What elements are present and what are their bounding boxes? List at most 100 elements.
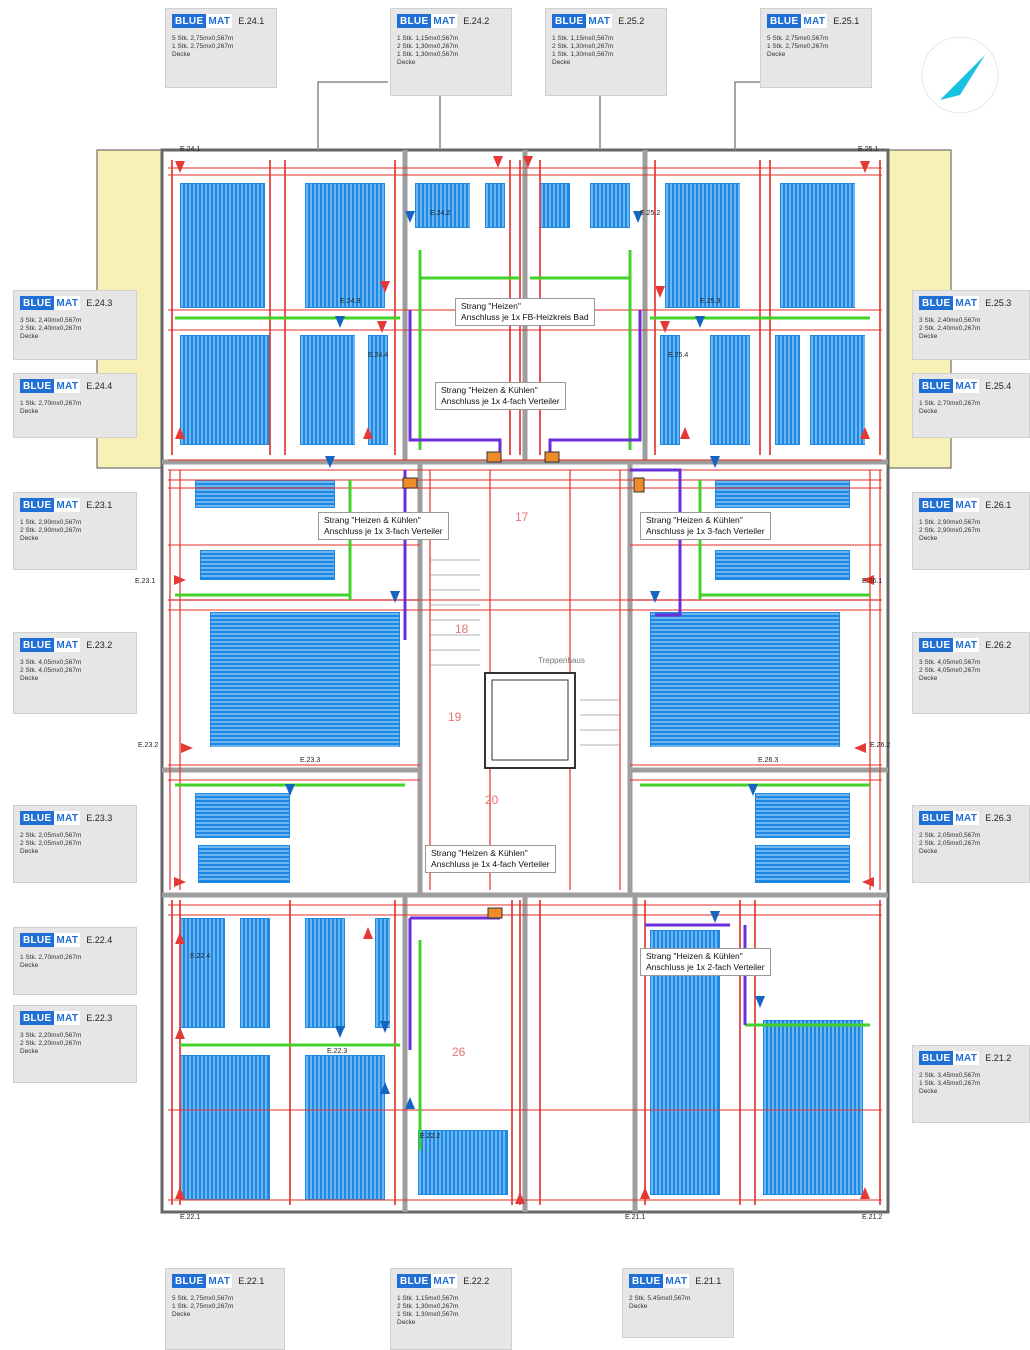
strang-note: Strang "Heizen & Kühlen"Anschluss je 1x … [640, 512, 771, 540]
card-line: 2 Stk. 2,90mx0,267m [20, 527, 82, 534]
circuit-code: E.23.1 [86, 500, 113, 510]
card-line: 2 Stk. 2,90mx0,267m [919, 527, 981, 534]
interior-walls [162, 150, 888, 1212]
marker-label: E.24.3 [340, 298, 361, 305]
marker-label: E.26.1 [862, 578, 883, 585]
marker-label: E.21.2 [862, 1214, 883, 1221]
card-line: 1 Stk. 2,90mx0,567m [20, 519, 82, 526]
room-number: 26 [452, 1045, 466, 1059]
card-line: 5 Stk. 2,75mx0,567m [172, 1295, 234, 1302]
marker-label: E.22.3 [327, 1048, 348, 1055]
card-line: 1 Stk. 2,75mx0,267m [767, 43, 829, 50]
card-line: 1 Stk. 2,70mx0,267m [20, 400, 82, 407]
card-line: 1 Stk. 1,15mx0,567m [397, 35, 459, 42]
card-line: 2 Stk. 2,05mx0,267m [919, 840, 981, 847]
circuit-code: E.24.1 [238, 16, 265, 26]
marker-label: E.24.1 [180, 146, 201, 153]
card-line: 2 Stk. 1,30mx0,267m [552, 43, 614, 50]
card-line: 3 Stk. 2,20mx0,567m [20, 1032, 82, 1039]
card-line: 1 Stk. 2,90mx0,567m [919, 519, 981, 526]
card-line: 1 Stk. 1,30mx0,567m [397, 1311, 459, 1318]
card-line: 1 Stk. 1,30mx0,567m [552, 51, 614, 58]
circuit-code: E.25.4 [985, 381, 1012, 391]
feed-lines [175, 250, 870, 1150]
staircase [430, 559, 620, 769]
card-line: 1 Stk. 1,15mx0,567m [552, 35, 614, 42]
card-line: 3 Stk. 4,05mx0,567m [919, 659, 981, 666]
circuit-code: E.26.3 [985, 813, 1012, 823]
stair-label: Treppenhaus [538, 656, 585, 665]
marker-label: E.25.1 [858, 146, 879, 153]
card-line: 1 Stk. 1,30mx0,567m [397, 51, 459, 58]
card-line: 1 Stk. 2,70mx0,267m [919, 400, 981, 407]
card-line: 3 Stk. 2,40mx0,567m [20, 317, 82, 324]
card-line: 2 Stk. 2,05mx0,567m [919, 832, 981, 839]
card-line: 2 Stk. 2,40mx0,267m [919, 325, 981, 332]
card-line: 2 Stk. 3,45mx0,567m [919, 1072, 981, 1079]
card-line: Decke [20, 675, 39, 682]
card-line: 1 Stk. 2,75mx0,267m [172, 43, 234, 50]
circuit-code: E.24.3 [86, 298, 113, 308]
card-line: Decke [767, 51, 786, 58]
card-line: 1 Stk. 2,70mx0,267m [20, 954, 82, 961]
card-line: 2 Stk. 5,45mx0,567m [629, 1295, 691, 1302]
north-arrow-icon [921, 36, 999, 114]
circuit-code: E.25.3 [985, 298, 1012, 308]
card-line: Decke [20, 1048, 39, 1055]
marker-label: E.26.3 [758, 757, 779, 764]
circuit-code: E.21.2 [985, 1053, 1012, 1063]
marker-label: E.21.1 [625, 1214, 646, 1221]
circuit-code: E.23.2 [86, 640, 113, 650]
card-line: Decke [20, 333, 39, 340]
card-line: 3 Stk. 2,40mx0,567m [919, 317, 981, 324]
circuit-code: E.25.2 [618, 16, 645, 26]
connection-markers [174, 156, 874, 1204]
card-line: Decke [629, 1303, 648, 1310]
circuit-code: E.26.1 [985, 500, 1012, 510]
card-line: Decke [20, 962, 39, 969]
card-line: Decke [919, 675, 938, 682]
card-line: Decke [172, 51, 191, 58]
card-line: 2 Stk. 2,20mx0,267m [20, 1040, 82, 1047]
marker-label: E.22.2 [420, 1133, 441, 1140]
card-line: Decke [919, 535, 938, 542]
card-line: Decke [20, 408, 39, 415]
card-line: 1 Stk. 3,45mx0,267m [919, 1080, 981, 1087]
card-line: Decke [919, 408, 938, 415]
card-line: Decke [20, 535, 39, 542]
